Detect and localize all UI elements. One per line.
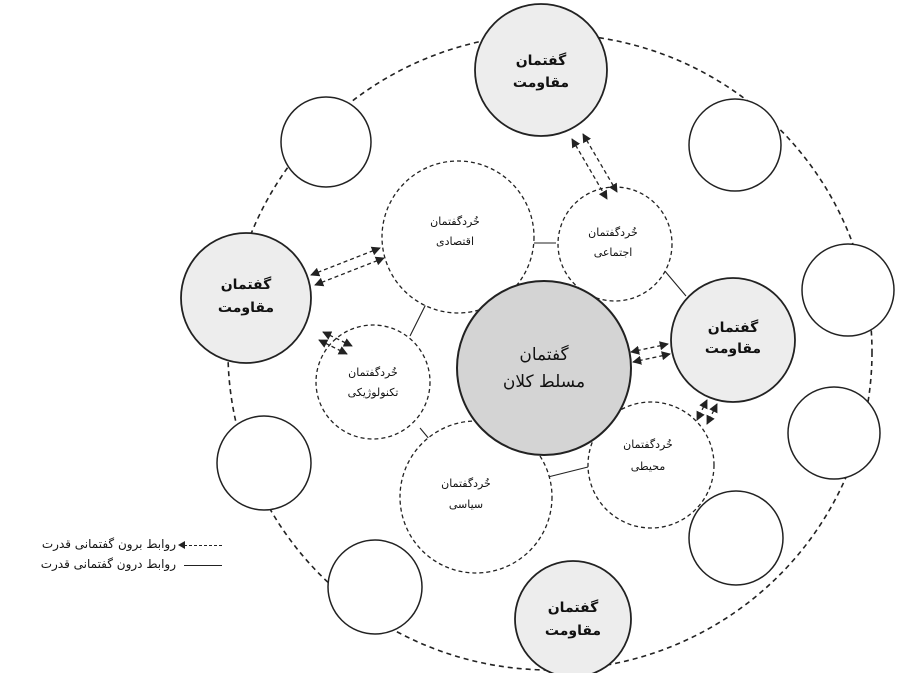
arrow-right-center-a (630, 341, 669, 355)
micro-technological-label-1: خُردگفتمان (348, 366, 398, 379)
micro-political-label-1: خُردگفتمان (441, 477, 491, 490)
arrow-left-economic-a (310, 246, 381, 277)
link-social-resistance-right (663, 269, 687, 297)
outer-circle (688, 490, 784, 586)
micro-social-label-1: خُردگفتمان (588, 226, 638, 239)
outside-relations (310, 133, 718, 425)
center-label-1: گفتمان (519, 344, 569, 365)
legend-row-inside: روابط درون گفتمانی قدرت (8, 556, 228, 576)
legend: روابط برون گفتمانی قدرت روابط درون گفتما… (8, 536, 228, 576)
micro-circle-technological (315, 324, 431, 440)
resistance-circle-bottom (514, 560, 632, 673)
center-circle (456, 280, 632, 456)
resistance-left-label-1: گفتمان (221, 276, 272, 293)
arrow-top-social-b (582, 133, 618, 193)
resistance-right-label-2: مقاومت (705, 341, 761, 357)
micro-circles (315, 160, 715, 574)
resistance-circle-right (670, 277, 796, 403)
resistance-bottom-label-2: مقاومت (545, 623, 601, 639)
micro-circle-economic (381, 160, 535, 314)
arrow-top-social-a (571, 138, 608, 200)
outer-circles (216, 96, 895, 635)
micro-political-label-2: سیاسی (449, 498, 483, 511)
outer-circle (787, 386, 881, 480)
resistance-circles (180, 3, 796, 673)
arrow-right-environmental-a (696, 399, 708, 421)
arrow-left-technological-b (318, 339, 348, 355)
arrow-left-technological-a (322, 331, 353, 347)
micro-technological-label-2: تکنولوژیکی (348, 386, 399, 399)
center-label-2: مسلط کلان (503, 372, 585, 392)
legend-row-outside: روابط برون گفتمانی قدرت (8, 536, 228, 556)
arrow-left-economic-b (314, 256, 385, 287)
resistance-top-label-1: گفتمان (516, 52, 567, 69)
micro-environmental-label-1: خُردگفتمان (623, 438, 673, 451)
solid-line-icon (184, 565, 222, 566)
outer-circle (280, 96, 372, 188)
micro-circle-environmental (587, 401, 715, 529)
micro-circle-social (557, 186, 673, 302)
resistance-bottom-label-1: گفتمان (548, 599, 599, 616)
dashed-arrow-icon (178, 541, 222, 549)
micro-economic-label-2: اقتصادی (436, 235, 474, 248)
outer-circle (801, 243, 895, 337)
legend-inside-label: روابط درون گفتمانی قدرت (40, 557, 176, 571)
resistance-circle-top (474, 3, 608, 137)
micro-environmental-label-2: محیطی (631, 460, 666, 473)
arrow-right-center-b (632, 351, 671, 365)
outer-circle (327, 539, 423, 635)
resistance-top-label-2: مقاومت (513, 75, 569, 91)
outer-circle (216, 415, 312, 511)
resistance-left-label-2: مقاومت (218, 300, 274, 316)
resistance-circle-left (180, 232, 312, 364)
resistance-right-label-1: گفتمان (708, 319, 759, 336)
micro-economic-label-1: خُردگفتمان (430, 215, 480, 228)
outer-circle (688, 98, 782, 192)
micro-social-label-2: اجتماعی (594, 246, 633, 259)
arrow-right-environmental-b (706, 403, 718, 425)
legend-outside-label: روابط برون گفتمانی قدرت (41, 537, 176, 551)
